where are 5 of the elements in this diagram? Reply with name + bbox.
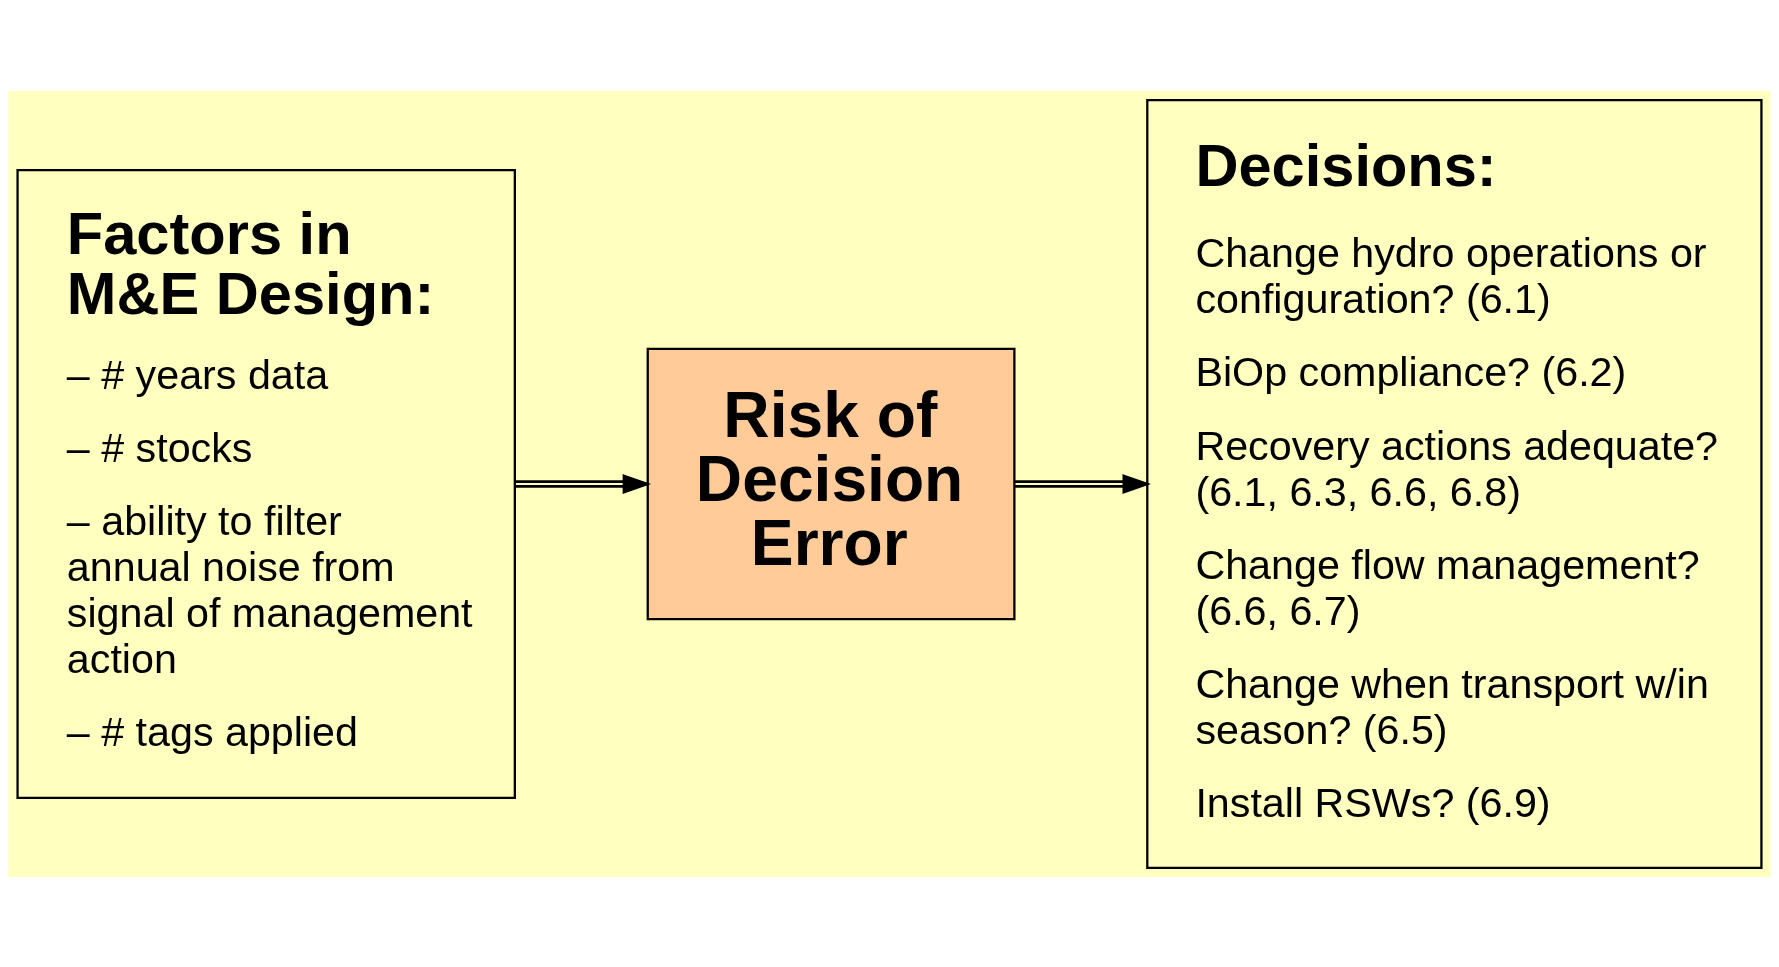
arrow (1014, 473, 1151, 494)
arrow (515, 473, 652, 494)
node-box: Risk of Decision Error (646, 347, 1016, 620)
node-box: Factors in M&E Design: – # years data – # stocks – ability to filter annual noise from signal of management action – # tags applied (16, 168, 516, 799)
node-box: Decisions: Change hydro operations or configuration? (6.1) BiOp compliance? (6.2) Recovery actions adequate? (6.1, 6.3, 6.6, 6.8) Change flow management? (6.6, 6.7) Change when transport w/in season? (6.5) Install RSWs? (6.9) (1146, 98, 1763, 869)
